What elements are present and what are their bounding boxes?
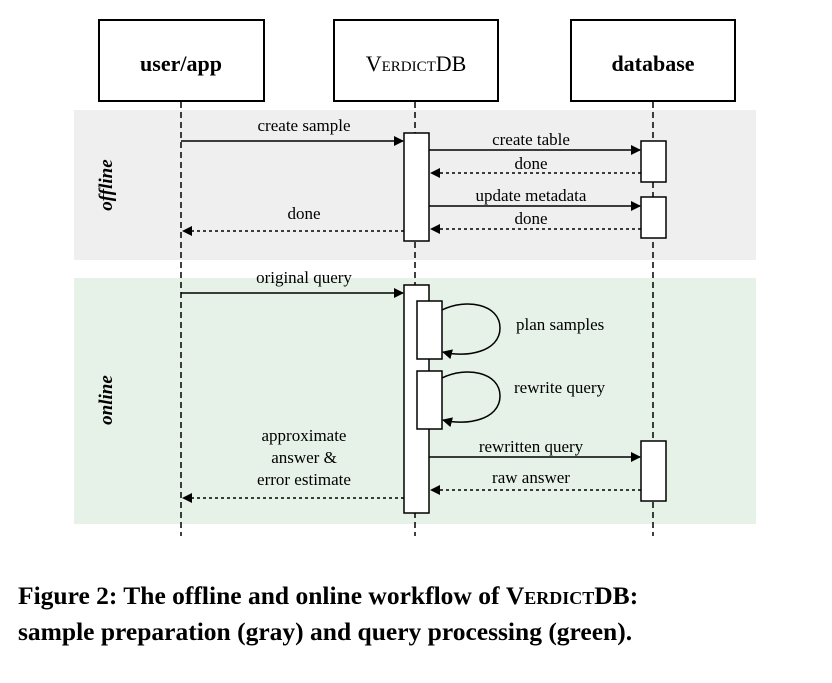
verdict-actor-box [333, 19, 499, 102]
user-actor-box [98, 19, 265, 102]
db-activation-create-table [640, 140, 667, 183]
verdict-actor-label-suffix: DB [436, 51, 467, 76]
caption-name-suffix: DB: [594, 581, 639, 610]
figure-caption: Figure 2: The offline and online workflo… [18, 578, 818, 650]
rewrite-query-self-arrow [441, 371, 501, 428]
rewrite-query-label: rewrite query [514, 378, 606, 397]
plan-samples-self-arrow [441, 303, 501, 360]
database-actor-label: database [611, 51, 694, 76]
approx-answer-label-line2: answer & [271, 448, 337, 467]
done-user-label: done [287, 204, 320, 223]
user-actor-label: user/app [140, 51, 222, 76]
db-activation-update-metadata [640, 196, 667, 239]
approx-answer-label-line3: error estimate [257, 470, 351, 489]
verdict-activation-rewrite-query [416, 370, 443, 430]
create-sample-label: create sample [258, 116, 351, 135]
verdict-actor-label: VerdictDB [366, 51, 467, 76]
offline-phase-label: offline [96, 159, 117, 211]
original-query-label: original query [256, 268, 352, 287]
done-db-2-label: done [514, 209, 547, 228]
caption-prefix: Figure 2: The offline and online workflo… [18, 581, 506, 610]
plan-samples-label: plan samples [516, 315, 604, 334]
approx-answer-label-line1: approximate [262, 426, 347, 445]
caption-line-1: Figure 2: The offline and online workflo… [18, 578, 818, 614]
caption-line-2: sample preparation (gray) and query proc… [18, 617, 633, 646]
sequence-diagram: user/app VerdictDB database offline onli… [74, 19, 756, 536]
verdict-activation-offline [403, 132, 430, 242]
update-metadata-label: update metadata [476, 186, 587, 205]
database-actor-box [570, 19, 736, 102]
done-db-1-label: done [514, 154, 547, 173]
online-phase-label: online [96, 375, 117, 425]
caption-name-main: Verdict [505, 581, 595, 610]
create-table-label: create table [492, 130, 570, 149]
verdict-actor-label-main: Verdict [366, 51, 436, 76]
verdict-activation-plan-samples [416, 300, 443, 360]
db-activation-rewritten-query [640, 440, 667, 502]
raw-answer-label: raw answer [492, 468, 570, 487]
rewritten-query-label: rewritten query [479, 437, 584, 456]
